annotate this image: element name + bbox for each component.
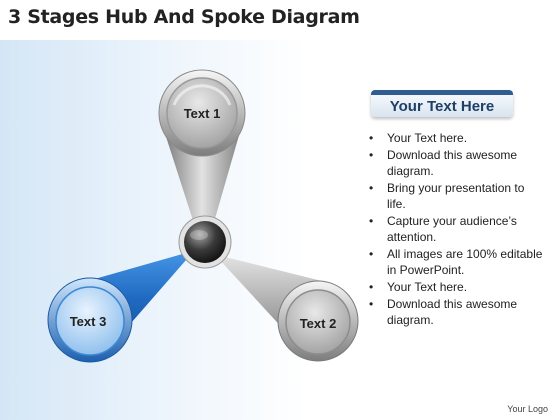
list-item: •Bring your presentation to life. <box>369 181 525 211</box>
node-text3 <box>47 277 133 363</box>
list-item: •Capture your audience’s attention. <box>369 214 517 244</box>
list-item: •Your Text here. <box>369 131 468 145</box>
bullet-list: •Your Text here. •Download this awesome … <box>366 130 546 329</box>
hub <box>178 215 232 269</box>
list-item: •Your Text here. <box>369 280 468 294</box>
side-panel-header: Your Text Here <box>371 90 513 117</box>
node-label-text1: Text 1 <box>184 106 221 121</box>
node-text2 <box>277 280 359 362</box>
list-item: •Download this awesome diagram. <box>369 148 518 178</box>
node-text1 <box>158 69 246 157</box>
page-title: 3 Stages Hub And Spoke Diagram <box>8 6 360 28</box>
list-item: •All images are 100% editable in PowerPo… <box>369 247 543 277</box>
node-label-text3: Text 3 <box>70 314 107 329</box>
list-item: •Download this awesome diagram. <box>369 297 518 327</box>
node-label-text2: Text 2 <box>300 316 337 331</box>
footer-logo: Your Logo <box>507 404 548 414</box>
